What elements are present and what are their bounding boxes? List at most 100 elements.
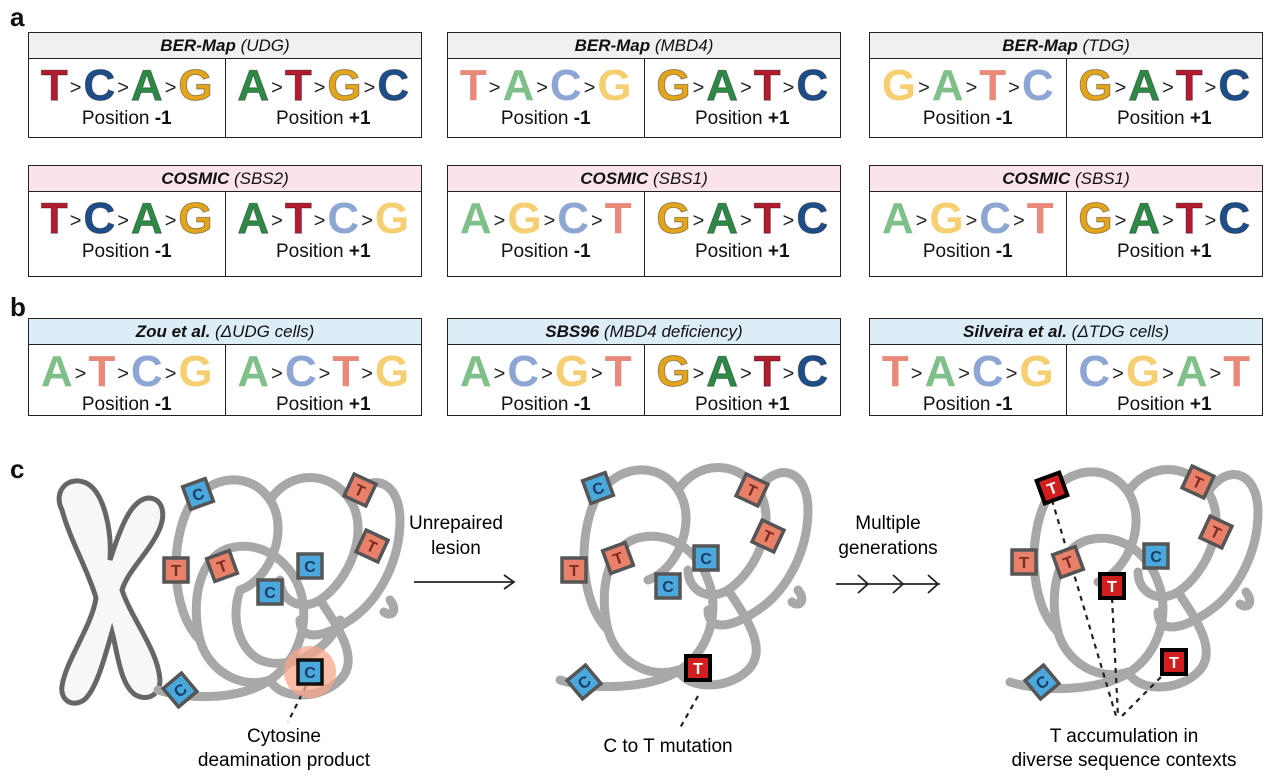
nucleotide-C: C [796,61,829,110]
thymine-marker: T [1010,548,1038,576]
sequence-arrow: > [1209,363,1222,385]
marker-letter: T [569,563,579,580]
card-title: Silveira et al. (ΔTDG cells) [870,319,1262,345]
marker-letter: T [1107,579,1117,596]
nucleotide-C: C [557,194,590,243]
marker-letter: C [1150,549,1162,566]
sequence-arrow: > [910,363,923,385]
position-word: Position [81,241,155,262]
nucleotide-sequence: A>C>G>T [448,349,644,395]
chromatin-fiber-1 [153,473,405,701]
nucleotide-C: C [130,347,163,396]
card-title: BER-Map (TDG) [870,33,1262,59]
nucleotide-C: C [796,194,829,243]
sequence-arrow: > [313,77,326,99]
sequence-arrow: > [117,363,129,385]
sequence-arrow: > [965,210,978,232]
card-title-italic: (MBD4) [650,36,714,55]
position-label: Position -1 [29,109,225,129]
nucleotide-T: T [88,347,116,396]
nucleotide-A: A [881,194,914,243]
sequence-arrow: > [918,77,930,99]
position-label: Position -1 [870,109,1066,129]
card-title: BER-Map (UDG) [29,33,421,59]
nucleotide-C: C [507,347,540,396]
nucleotide-sequence: A>T>C>G [226,196,422,242]
position-word: Position [694,241,768,262]
position-value: -1 [995,394,1013,415]
sequence-arrow: > [1162,77,1174,99]
position-word: Position [81,394,155,415]
position-label: Position -1 [448,395,644,415]
marker-letter: T [693,661,703,678]
position-value: -1 [154,108,172,129]
sequence-arrow: > [69,77,82,99]
nucleotide-G: G [1078,194,1113,243]
marker-letter: T [1019,555,1029,572]
card-title-italic: (SBS1) [1070,169,1130,188]
nucleotide-T: T [284,194,312,243]
thymine-marker: T [204,548,240,584]
sequence-arrow: > [541,363,553,385]
nucleotide-A: A [237,61,270,110]
card-title-bold: BER-Map [574,36,651,55]
nucleotide-C: C [377,61,410,110]
marker-letter: T [171,563,181,580]
nucleotide-C: C [1078,347,1111,396]
card-title: COSMIC (SBS1) [870,166,1262,192]
nucleotide-G: G [554,347,590,396]
sequence-arrow: > [782,77,795,99]
sequence-arrow: > [318,363,331,385]
panel-letter-b: b [10,292,26,322]
sequence-arrow: > [740,77,752,99]
card-title-bold: COSMIC [1002,169,1071,188]
sequence-arrow: > [536,77,548,99]
nucleotide-A: A [130,194,163,243]
cytosine-marker: C [256,578,284,606]
thymine-marker: T [1197,513,1235,551]
nucleotide-A: A [931,61,964,110]
thymine-marker: T [560,556,588,584]
card-title-bold: SBS96 [545,322,600,341]
sequence-arrow: > [493,210,506,232]
position-value: +1 [348,241,371,262]
nucleotide-T: T [1175,61,1203,110]
nucleotide-T: T [284,61,312,110]
marker-letter: T [759,528,775,548]
nucleotide-A: A [502,61,535,110]
marker-letter: T [363,538,379,558]
nucleotide-sequence: A>G>C>T [448,196,644,242]
nucleotide-sequence: G>A>T>C [645,63,841,109]
position-label: Position -1 [29,395,225,415]
caption-accumulation-line2: diverse sequence contexts [1012,750,1237,771]
sequence-arrow: > [361,363,373,385]
position-label: Position +1 [226,109,422,129]
caption-mutation: C to T mutation [603,736,732,757]
nucleotide-T: T [40,194,68,243]
nucleotide-C: C [284,347,317,396]
marker-letter: T [1189,474,1205,494]
card-title-bold: Zou et al. [135,322,211,341]
marker-letter: C [264,585,276,602]
position-value: +1 [1189,394,1212,415]
nucleotide-sequence: A>T>G>C [226,63,422,109]
marker-letter: C [575,673,595,694]
nucleotide-T: T [40,61,68,110]
card-title-bold: Silveira et al. [962,322,1067,341]
arrow-multiple-generations [836,574,940,594]
cytosine-marker: C [160,670,200,710]
nucleotide-G: G [178,347,213,396]
nucleotide-sequence: T>A>C>G [870,349,1066,395]
nucleotide-G: G [881,61,917,110]
nucleotide-T: T [753,194,781,243]
nucleotide-A: A [130,61,163,110]
sequence-arrow: > [1204,210,1217,232]
position-value: +1 [348,394,371,415]
nucleotide-sequence: G>A>T>C [870,63,1066,109]
sequence-arrow: > [591,363,603,385]
marker-letter: T [743,482,759,502]
